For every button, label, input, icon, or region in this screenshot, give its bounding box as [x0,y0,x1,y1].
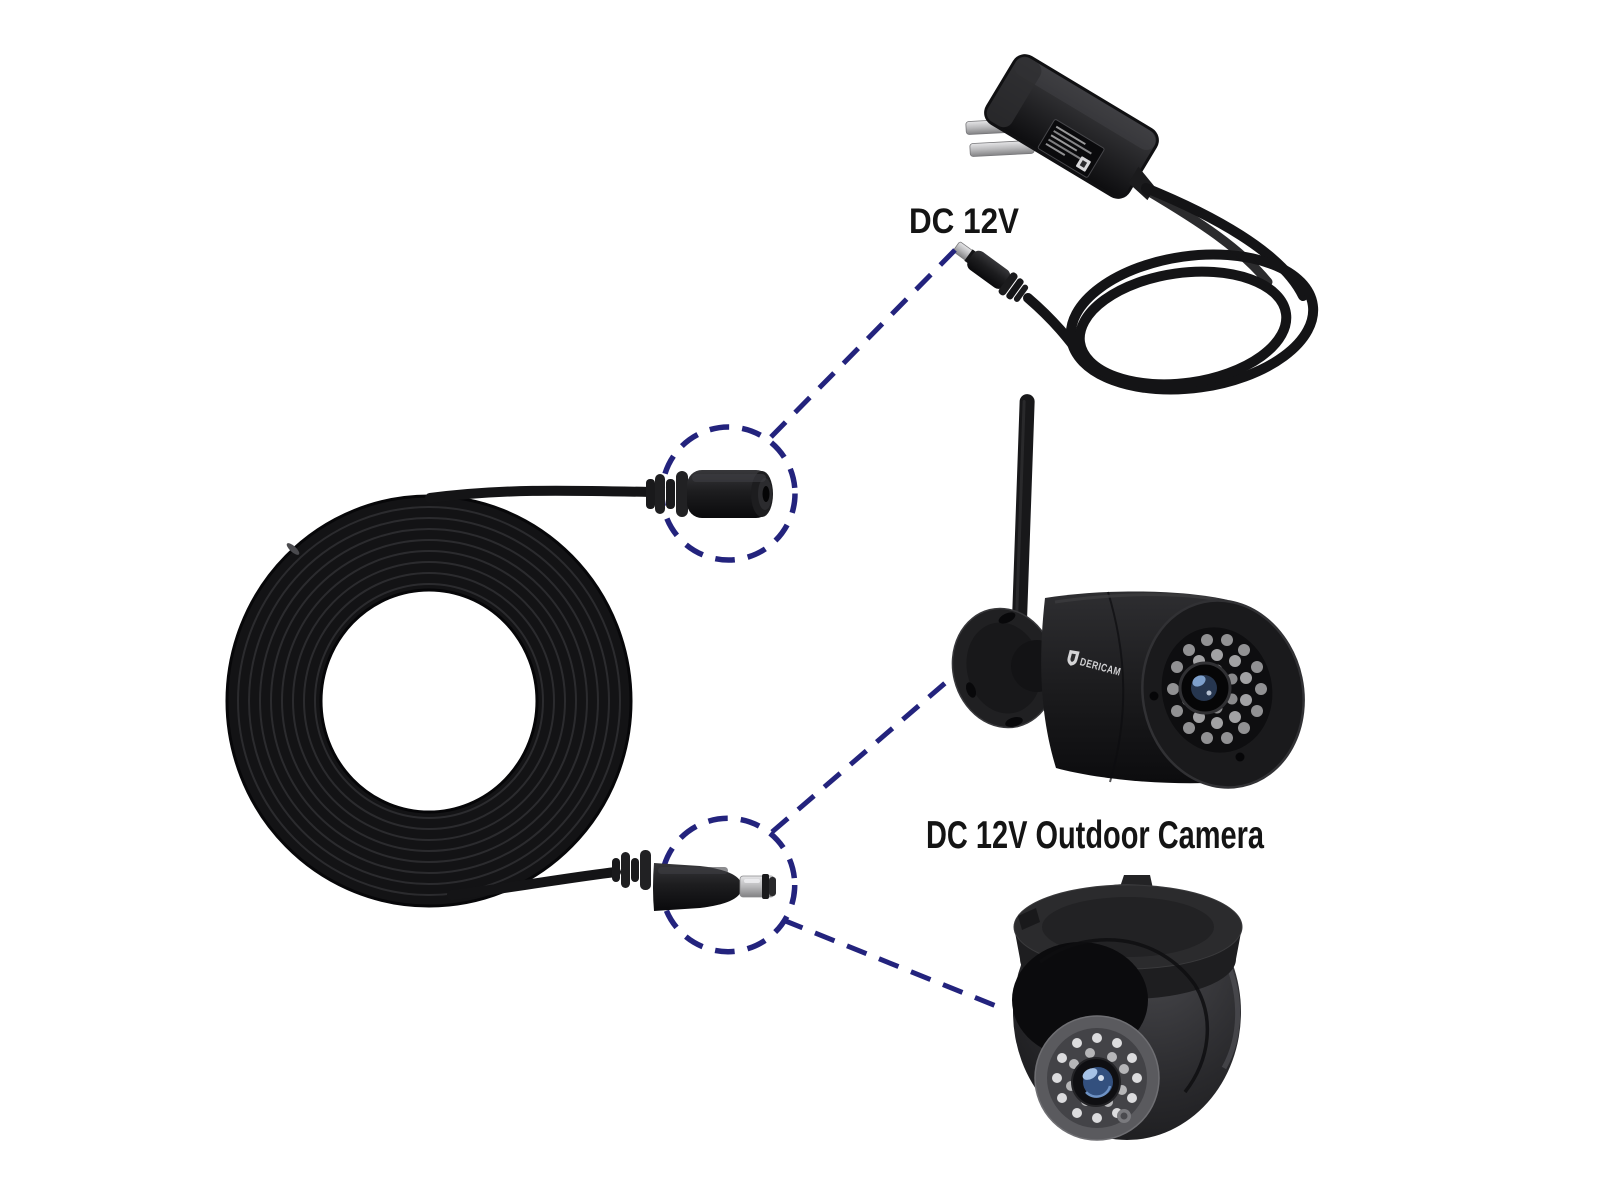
camera-front-face [1141,599,1305,789]
power-adapter [953,54,1319,395]
adapter-plug-face [986,56,1042,128]
adapter-power-label: DC 12V [909,202,1020,241]
adapter-spec-label [1037,119,1105,178]
dome-lens [1071,1057,1121,1107]
face-screw [1235,752,1245,762]
male-dc-connector [612,850,776,911]
cable-end-bottom [447,867,621,900]
dashed-line-to-dome-camera [782,917,1007,1013]
body-highlight [1054,593,1219,604]
extension-cable [225,470,776,911]
lens-glint [1082,1068,1098,1080]
adapter-top-highlight [1014,56,1157,150]
dashed-line-to-adapter [769,248,957,439]
face-screw [1149,691,1159,701]
iris-light-arc [1085,1085,1112,1098]
lens-glint [1192,675,1206,687]
coil-strand-lines [237,506,621,896]
dome-socket-seam [1038,938,1210,1094]
camera-lens [1178,661,1232,715]
mount-screw-hole [998,612,1016,624]
adapter-cable-coil [1023,183,1319,395]
bullet-camera: DERICAM [951,394,1305,789]
male-connector-body [653,863,742,911]
female-connector-highlight [692,474,766,482]
dome-front-face [1034,1015,1160,1141]
male-connector-tip [739,874,776,899]
mount-screw-hole [965,682,977,698]
female-dc-connector [646,470,773,518]
adapter-body [984,54,1159,201]
dome-camera [1012,875,1243,1141]
outdoor-camera-label: DC 12V Outdoor Camera [926,814,1264,857]
adapter-dc-plug [953,241,1029,302]
cable-coil [225,485,655,908]
ring-notch [1018,908,1040,930]
coil-highlight [286,543,300,555]
dashed-line-to-bullet-camera [770,676,953,834]
mount-screw-hole [1005,717,1023,727]
body-seam [1107,591,1125,783]
cable-end-top [425,485,655,503]
